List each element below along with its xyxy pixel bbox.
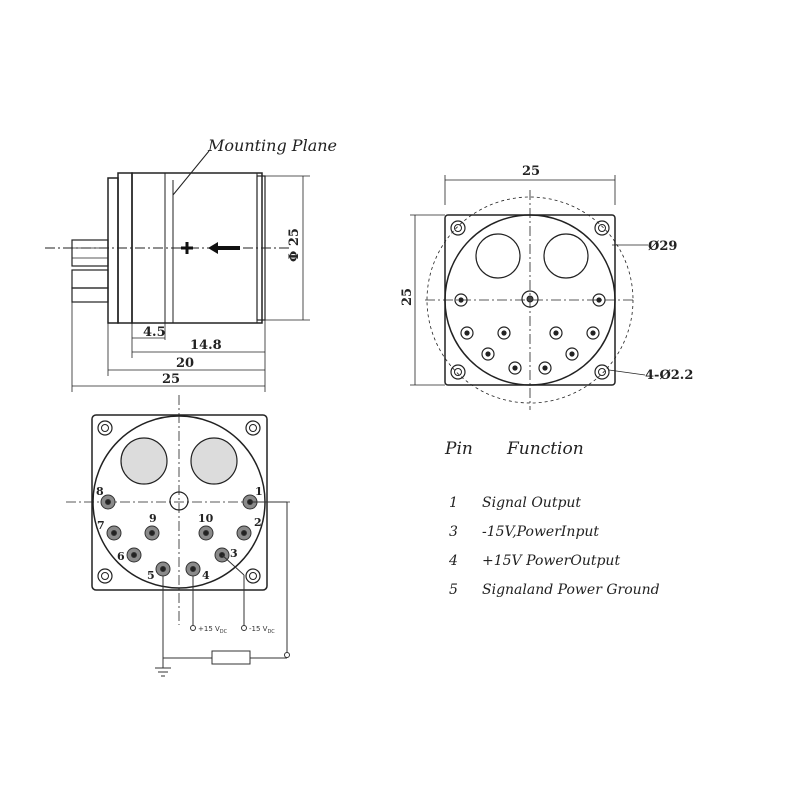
- pin-row-function: +15V PowerOutput: [482, 553, 620, 569]
- pin-view: [66, 395, 290, 625]
- pin-label-9: 9: [149, 512, 157, 525]
- pin-row-function: Signaland Power Ground: [482, 582, 660, 598]
- mounting-holes-label: 4-Ø2.2: [645, 368, 693, 383]
- mounting-plane-label: Mounting Plane: [207, 136, 337, 155]
- pin-row-number: 1: [449, 495, 458, 511]
- top-height-dimension: 25: [400, 288, 415, 306]
- dim-14-8: 14.8: [190, 338, 222, 353]
- pin-label-8: 8: [96, 485, 104, 498]
- pin-label-5: 5: [147, 569, 155, 582]
- pin-row-number: 5: [449, 582, 458, 598]
- dim-25-side: 25: [162, 372, 180, 387]
- pin-function-table: Pin Function 1 Signal Output 3 -15V,Powe…: [444, 439, 660, 598]
- dim-20: 20: [176, 356, 194, 371]
- pin-row-function: Signal Output: [482, 495, 581, 511]
- pin-label-6: 6: [117, 550, 125, 563]
- pin-label-2: 2: [254, 516, 262, 529]
- top-view: [410, 175, 648, 410]
- dim-4-5: 4.5: [143, 325, 166, 340]
- top-view-pins: [454, 293, 606, 375]
- pin-label-3: 3: [230, 547, 238, 560]
- pin-label-7: 7: [97, 519, 105, 532]
- function-heading: Function: [506, 439, 584, 459]
- pin-wiring: [155, 501, 290, 677]
- pin-row-function: -15V,PowerInput: [482, 524, 599, 540]
- pin-heading: Pin: [444, 439, 473, 459]
- minus-supply-label: -15 VDC: [249, 625, 275, 635]
- side-view: [45, 150, 310, 392]
- pin-label-1: 1: [255, 485, 263, 498]
- circle-diameter-label: Ø29: [648, 239, 677, 254]
- plus-supply-label: +15 VDC: [198, 625, 228, 635]
- pin-label-10: 10: [198, 512, 214, 525]
- diameter-dimension: Φ 25: [287, 228, 302, 262]
- pin-row-number: 3: [449, 524, 458, 540]
- pin-label-4: 4: [202, 569, 210, 582]
- pin-row-number: 4: [448, 553, 458, 569]
- top-width-dimension: 25: [522, 164, 540, 179]
